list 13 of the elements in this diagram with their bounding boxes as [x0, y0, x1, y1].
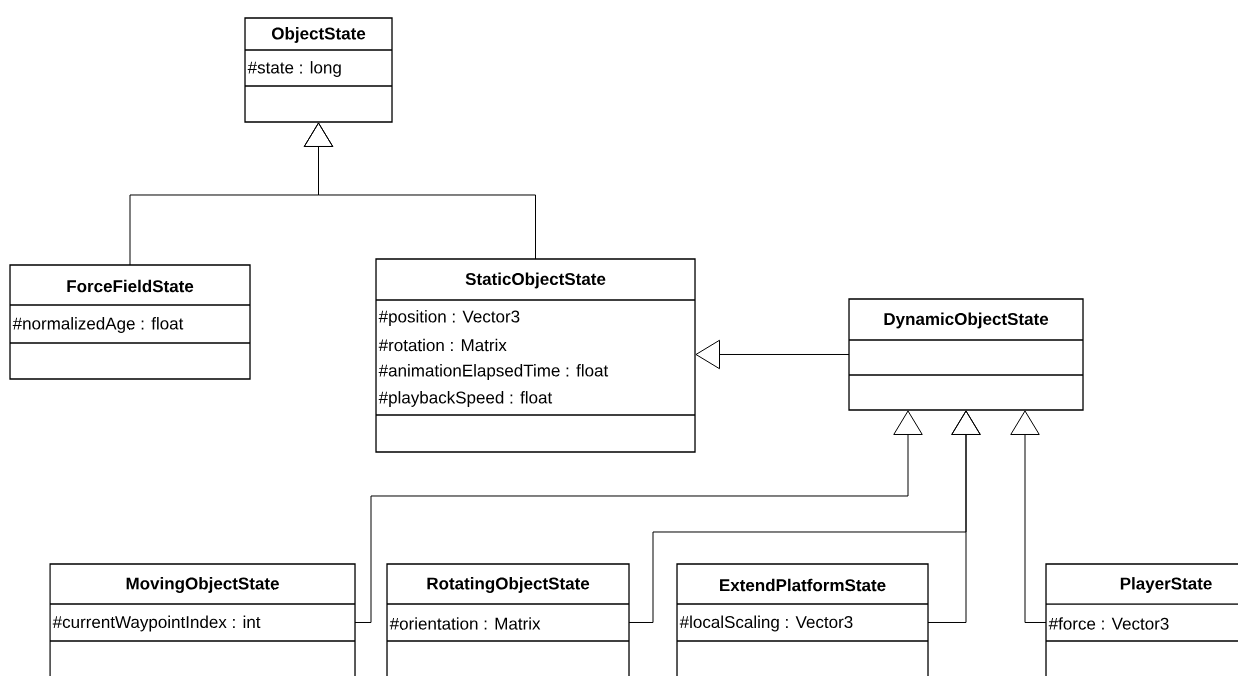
class-box: DynamicObjectState	[848, 298, 1084, 411]
generalization-arrow	[695, 339, 850, 370]
generalization-arrow	[927, 410, 981, 623]
class-box: ObjectState #state : long	[244, 17, 393, 123]
generalization-arrow	[303, 122, 536, 260]
class-box: ForceFieldState #normalizedAge : float	[9, 264, 251, 380]
class-box: ExtendPlatformState #localScaling : Vector3	[676, 563, 929, 676]
class-box: PlayerState #force : Vector3	[1045, 563, 1238, 676]
class-box: RotatingObjectState #orientation : Matrix	[386, 563, 630, 676]
class-box: MovingObjectState #currentWaypointIndex : int	[49, 563, 356, 676]
class-box: StaticObjectState #position : Vector3 #rotation : Matrix #animationElapsedTime : float #playbackSpeed : float	[375, 258, 696, 453]
generalization-arrow	[1010, 410, 1047, 623]
generalization-arrow	[354, 410, 923, 623]
